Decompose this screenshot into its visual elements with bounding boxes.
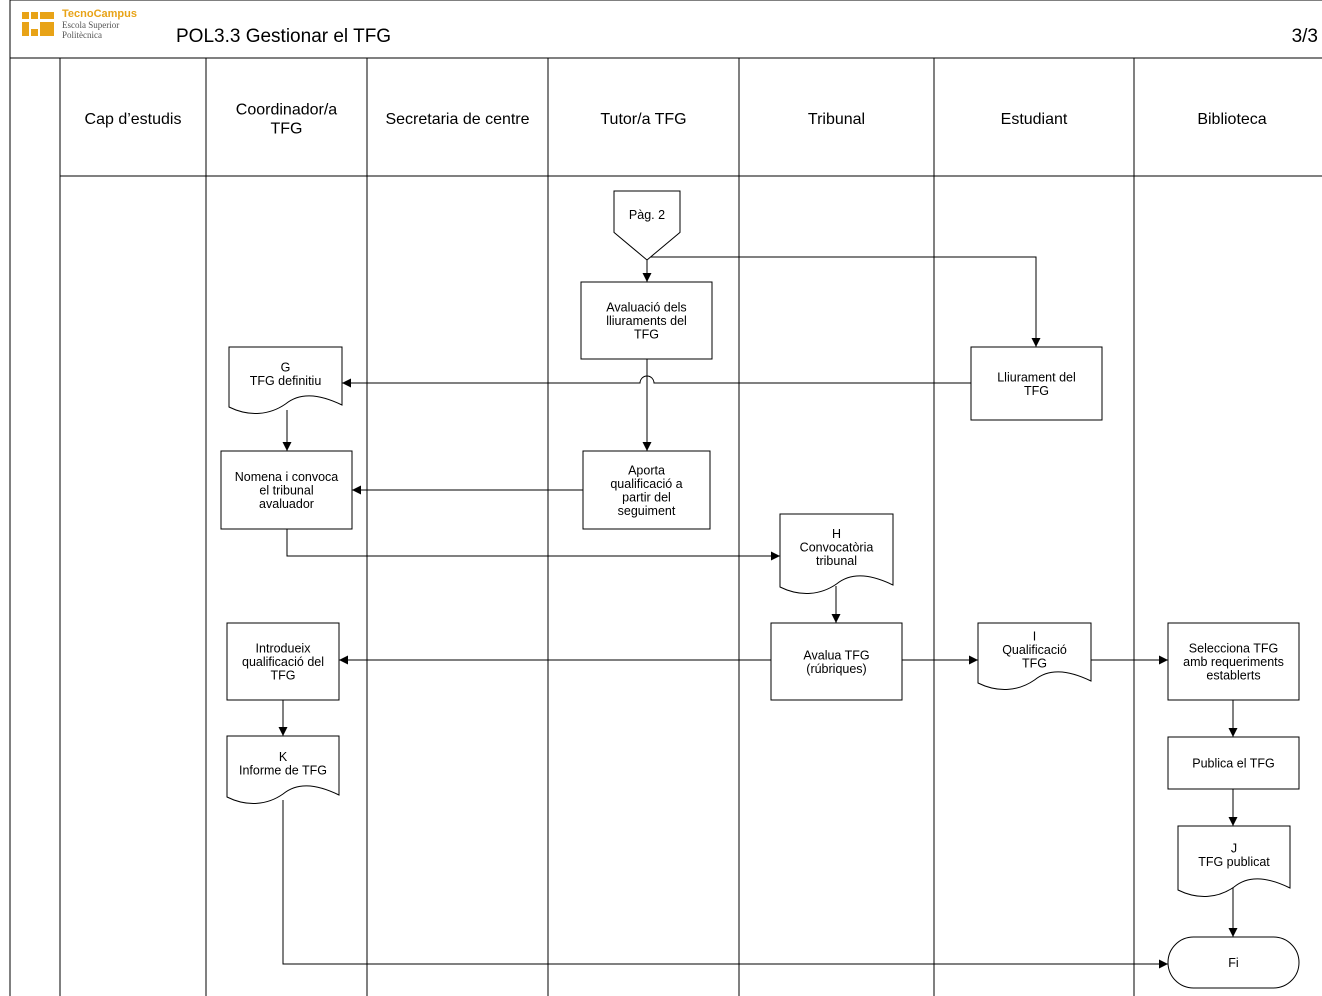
tecnocampus-logo: TecnoCampus Escola Superior Politècnica (22, 8, 137, 40)
lane-header-est: Estudiant (1001, 111, 1068, 128)
node-fi: Fi (1167, 936, 1300, 989)
node-pag2-shape (613, 190, 681, 261)
connector-pag2-to-lliurament (647, 256, 1041, 347)
node-pag2: Pàg. 2 (613, 190, 681, 261)
lane-header-bib: Biblioteca (1197, 111, 1266, 128)
page-number: 3/3 (1292, 26, 1318, 47)
logo-brand: TecnoCampus (62, 8, 137, 20)
logo-line1: Escola Superior (62, 20, 119, 30)
node-selecciona-shape (1167, 622, 1300, 701)
connector-lliurament-to-docG (342, 375, 971, 388)
logo-line2: Politècnica (62, 30, 102, 40)
node-fi-label: Fi (1228, 956, 1238, 970)
node-pag2-label: Pàg. 2 (629, 208, 665, 222)
lane-header-secr: Secretaria de centre (385, 111, 529, 128)
node-publica-shape (1167, 736, 1300, 790)
page-title: POL3.3 Gestionar el TFG (176, 26, 391, 47)
node-publica-label: Publica el TFG (1192, 757, 1274, 771)
node-aporta-shape (582, 450, 711, 530)
node-nomena-shape (220, 450, 353, 530)
node-avalua-label: Avalua TFG(rúbriques) (803, 648, 869, 676)
node-docH-shape (779, 513, 894, 594)
header: TecnoCampus Escola Superior Politècnica … (9, 0, 1322, 59)
node-lliurament-shape (970, 346, 1103, 421)
connector-nomena-to-docH (286, 529, 780, 561)
node-docJ-shape (1177, 825, 1291, 897)
node-avalua: Avalua TFG(rúbriques) (770, 622, 903, 701)
lane-header-tutor: Tutor/a TFG (600, 111, 686, 128)
node-fi-shape (1167, 936, 1300, 989)
lane-header-trib: Tribunal (808, 111, 865, 128)
node-avaluacio-shape (580, 281, 713, 360)
connector-docK-to-fi (282, 800, 1168, 969)
connectors (278, 256, 1238, 969)
node-publica: Publica el TFG (1167, 736, 1300, 790)
lane-header-cap: Cap d’estudis (85, 111, 182, 128)
node-docI-shape (977, 622, 1092, 690)
node-docG-shape (228, 346, 343, 414)
node-introdueix-shape (226, 622, 340, 701)
node-docK-shape (226, 735, 340, 804)
node-avalua-shape (770, 622, 903, 701)
